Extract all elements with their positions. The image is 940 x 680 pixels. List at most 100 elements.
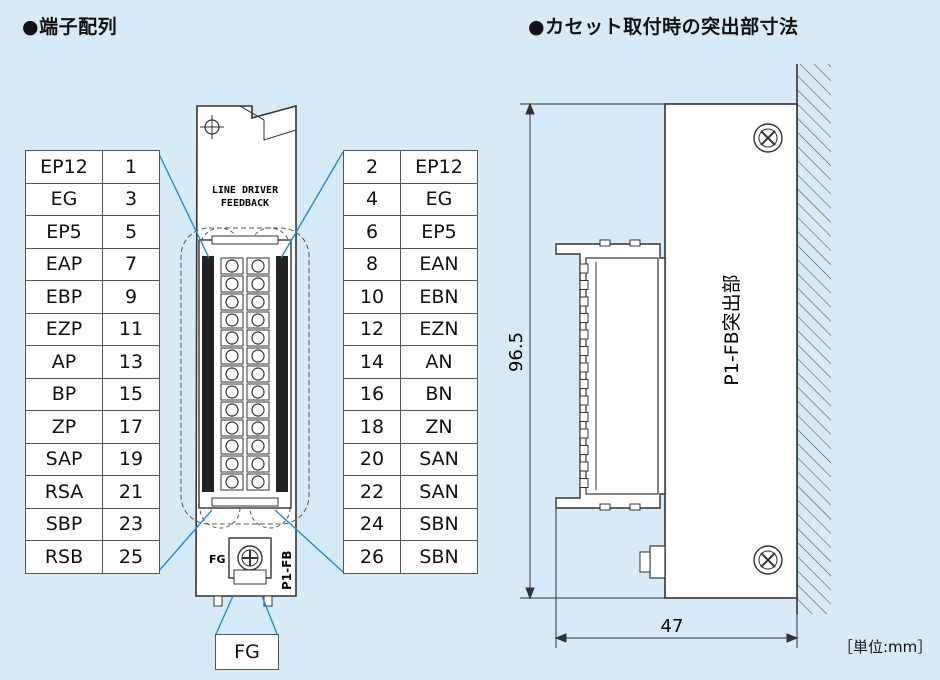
pin-number-cell: 23 (102, 507, 160, 541)
pin-number-cell: 21 (102, 475, 160, 509)
mounting-hole-icon (200, 115, 224, 139)
protrusion-label: P1-FB突出部 (721, 274, 743, 385)
terminal-hole (225, 385, 239, 399)
signal-name-cell: EP12 (25, 150, 103, 184)
terminal-hole (225, 349, 239, 363)
terminal-layout-title: ●端子配列 (22, 16, 118, 38)
pin-number-cell: 12 (343, 312, 401, 346)
pin-number-cell: 17 (102, 410, 160, 444)
signal-name-cell: EZP (25, 312, 103, 346)
signal-name-cell: BN (400, 377, 478, 411)
connector-tooth (579, 313, 589, 323)
pin-number-cell: 4 (343, 182, 401, 216)
terminal-hole (225, 331, 239, 345)
pin-number-cell: 19 (102, 442, 160, 476)
pin-number-cell: 18 (343, 410, 401, 444)
signal-name-cell: EP5 (400, 215, 478, 249)
connector-tooth (579, 346, 589, 356)
pin-number-cell: 7 (102, 247, 160, 281)
signal-name-cell: EG (25, 182, 103, 216)
top-screw-icon (753, 123, 783, 153)
signal-name-cell: RSA (25, 475, 103, 509)
signal-name-cell: EP5 (25, 215, 103, 249)
height-dimension (520, 102, 665, 600)
signal-name-cell: EAN (400, 247, 478, 281)
terminal-hole (251, 475, 265, 489)
connector-tab (599, 239, 611, 247)
pin-number-cell: 6 (343, 215, 401, 249)
pin-number-cell: 15 (102, 377, 160, 411)
signal-name-cell: SBP (25, 507, 103, 541)
signal-name-cell: RSB (25, 540, 103, 574)
signal-name-cell: ZN (400, 410, 478, 444)
module-label-line1: LINE DRIVER (212, 185, 279, 196)
fg-screw-icon (237, 545, 263, 571)
terminal-hole (225, 277, 239, 291)
fg-callout-box: FG (215, 634, 279, 670)
terminal-hole (225, 403, 239, 417)
signal-name-cell: BP (25, 377, 103, 411)
signal-name-cell: EZN (400, 312, 478, 346)
pin-number-cell: 2 (343, 150, 401, 184)
terminal-hole (251, 313, 265, 327)
signal-name-cell: ZP (25, 410, 103, 444)
bottom-screw-icon (753, 545, 783, 575)
terminal-hole (251, 439, 265, 453)
signal-name-cell: EP12 (400, 150, 478, 184)
terminal-hole (225, 457, 239, 471)
signal-name-cell: SAN (400, 442, 478, 476)
signal-name-cell: EG (400, 182, 478, 216)
connector-tooth (579, 296, 589, 307)
terminal-hole (251, 385, 265, 399)
signal-name-cell: EAP (25, 247, 103, 281)
connector-tooth (579, 478, 589, 488)
leader-lines (157, 151, 344, 635)
pin-number-cell: 1 (102, 150, 160, 184)
pin-number-cell: 5 (102, 215, 160, 249)
terminal-hole (225, 295, 239, 309)
signal-name-cell: SBN (400, 507, 478, 541)
terminal-hole (251, 421, 265, 435)
pin-number-cell: 24 (343, 507, 401, 541)
connector-tooth (579, 362, 589, 373)
terminal-hole (225, 475, 239, 489)
connector-tooth (579, 379, 589, 389)
terminal-hole (251, 367, 265, 381)
connector-tab (629, 239, 641, 247)
connector-tooth (579, 461, 589, 472)
pin-number-cell: 14 (343, 345, 401, 379)
terminal-hole (225, 259, 239, 273)
pin-number-cell: 16 (343, 377, 401, 411)
signal-name-cell: EBP (25, 280, 103, 314)
pin-number-cell: 26 (343, 540, 401, 574)
signal-name-cell: SAP (25, 442, 103, 476)
connector-tooth (579, 445, 589, 455)
connector-tooth (579, 329, 589, 340)
terminal-pin-grid (220, 257, 270, 491)
pin-number-cell: 10 (343, 280, 401, 314)
protrusion-dimension-title: ●カセット取付時の突出部寸法 (528, 16, 799, 38)
pin-number-cell: 9 (102, 280, 160, 314)
connector-teeth (579, 239, 641, 511)
signal-name-cell: EBN (400, 280, 478, 314)
fg-terminal-label: FG (209, 553, 226, 566)
terminal-hole (251, 349, 265, 363)
